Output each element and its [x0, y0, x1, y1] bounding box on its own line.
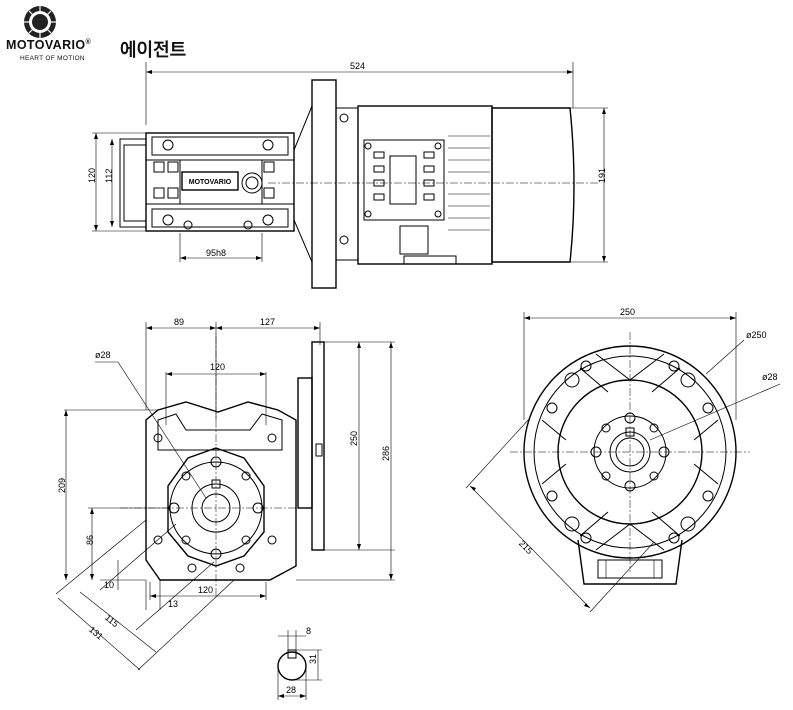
dim-motor-191: 191 [597, 168, 607, 183]
dim-overall-length: 524 [350, 61, 365, 71]
brand-text: MOTOVARIO [6, 38, 86, 52]
dim-key-28: 28 [286, 685, 296, 695]
dim-10: 10 [104, 580, 114, 590]
brand-tagline: HEART OF MOTION [20, 55, 85, 62]
dim-key-31: 31 [308, 654, 318, 664]
dealer-label: 에이전트 [120, 40, 187, 61]
top-view: 524 MOTOVARIO 120 112 [87, 61, 608, 289]
dim-height-209: 209 [57, 478, 67, 493]
dim-height-120: 120 [87, 168, 97, 183]
dim-height-112: 112 [104, 169, 114, 183]
dim-side-d250: ø250 [746, 330, 767, 340]
side-view: 250 [465, 307, 781, 613]
brand-registered-mark: ® [85, 38, 92, 46]
dim-front-127: 127 [260, 317, 275, 327]
dim-side-250: 250 [620, 307, 635, 317]
dim-front-89: 89 [174, 317, 184, 327]
dim-115: 115 [103, 612, 120, 629]
dim-front-120-bottom: 120 [198, 585, 213, 595]
shaft-key-detail: 8 31 28 [277, 626, 322, 700]
front-view: 89 127 120 ø28 [55, 317, 395, 671]
dim-side-d28: ø28 [762, 372, 778, 382]
gearbox-nameplate: MOTOVARIO [189, 179, 232, 186]
dim-front-120-top: 120 [210, 362, 225, 372]
dim-bore-28: ø28 [95, 350, 111, 360]
dim-height-86: 86 [85, 535, 95, 545]
dim-key-8: 8 [306, 626, 311, 636]
motovario-logo-icon [24, 6, 56, 38]
dim-shaft-95h8: 95h8 [206, 248, 226, 258]
dim-side-215: 215 [517, 538, 535, 556]
dim-overall-286: 286 [381, 446, 391, 461]
dim-131: 131 [87, 624, 105, 641]
dim-flange-250: 250 [349, 431, 359, 446]
brand-name: MOTOVARIO® [6, 38, 91, 52]
dim-13: 13 [168, 599, 178, 609]
